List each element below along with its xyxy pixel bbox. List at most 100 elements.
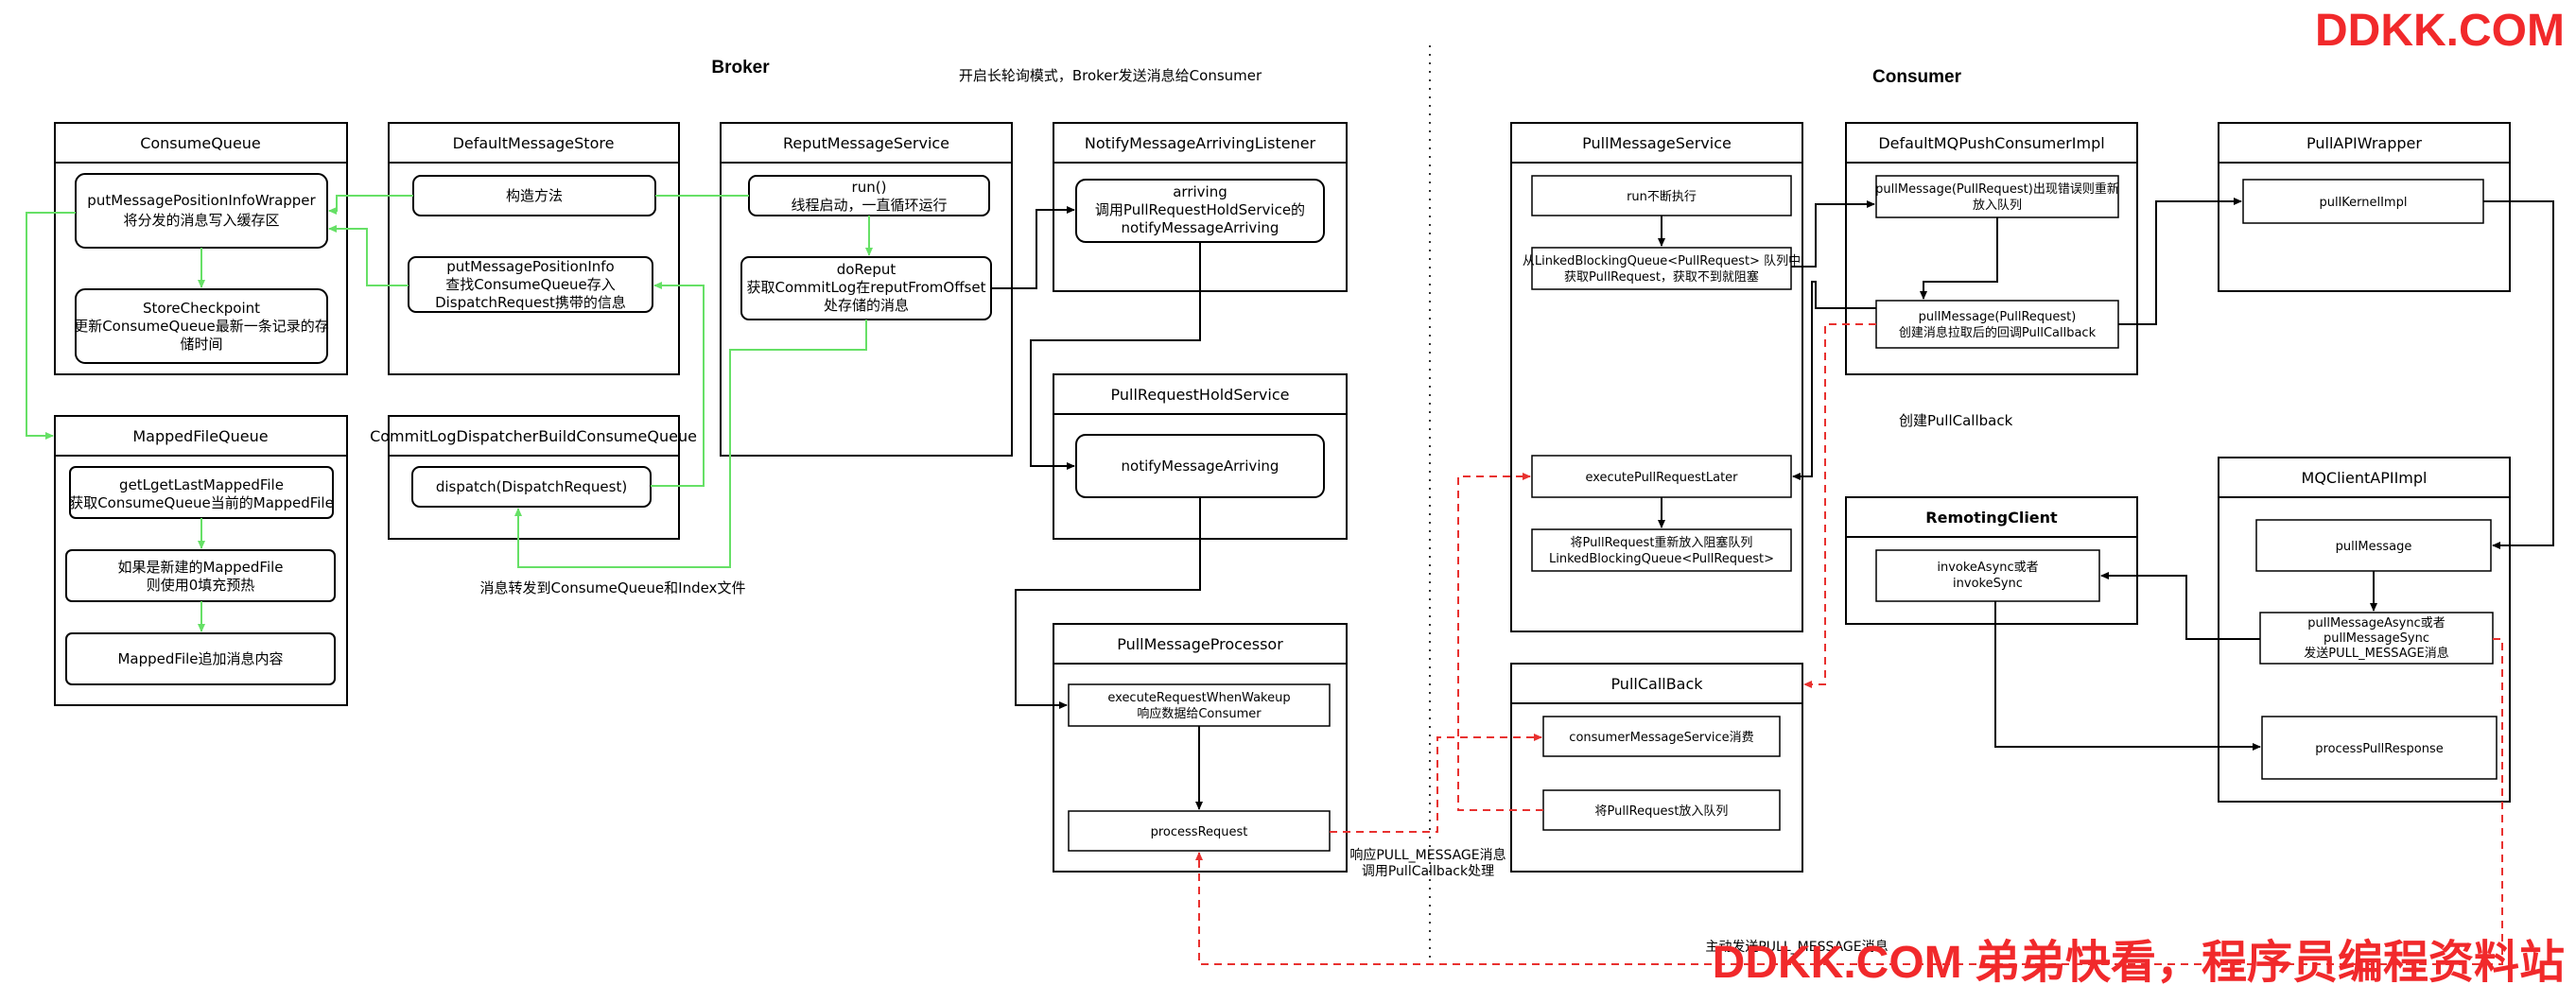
svg-text:executePullRequestLater: executePullRequestLater — [1585, 471, 1738, 485]
svg-text:consumerMessageService消费: consumerMessageService消费 — [1569, 731, 1753, 745]
node-execute-request-when-wakeup-line: 响应数据给Consumer — [1137, 706, 1262, 721]
edge-async-to-invoke — [2100, 572, 2260, 640]
node-run-line: run() — [852, 179, 887, 196]
svg-text:放入队列: 放入队列 — [1973, 199, 2022, 213]
svg-text:putMessagePositionInfo: putMessagePositionInfo — [446, 258, 614, 275]
node-dispatch-line: dispatch(DispatchRequest) — [436, 478, 627, 495]
edge-notify-to-execute — [1015, 497, 1201, 709]
svg-text:处存储的消息: 处存储的消息 — [824, 297, 909, 314]
svg-text:获取CommitLog在reputFromOffset: 获取CommitLog在reputFromOffset — [747, 279, 986, 296]
svg-text:更新ConsumeQueue最新一条记录的存: 更新ConsumeQueue最新一条记录的存 — [74, 318, 329, 335]
edge-pullkernel-to-mqclient — [2483, 200, 2554, 549]
node-store-checkpoint-line: 储时间 — [180, 336, 222, 353]
container-pull-callback: PullCallBack — [1510, 663, 1803, 873]
label-response-pull-message: 调用PullCallback处理 — [1362, 864, 1494, 879]
node-pull-kernel-impl: pullKernelImpl — [2242, 179, 2484, 224]
node-pull-message-error-line: pullMessage(PullRequest)出现错误则重新 — [1875, 181, 2119, 197]
node-pull-message-create-callback-line: pullMessage(PullRequest) — [1919, 310, 2077, 324]
node-store-checkpoint-line: 更新ConsumeQueue最新一条记录的存 — [74, 318, 329, 335]
svg-text:doReput: doReput — [837, 261, 896, 278]
svg-text:executeRequestWhenWakeup: executeRequestWhenWakeup — [1107, 691, 1290, 705]
svg-text:线程启动，一直循环运行: 线程启动，一直循环运行 — [791, 197, 947, 214]
red-edge-process-to-consumer — [1330, 734, 1542, 833]
node-put-pull-request: 将PullRequest放入队列 — [1542, 789, 1781, 831]
container-default-message-store: DefaultMessageStore — [388, 122, 680, 375]
edge-callback-to-pullkernel — [2118, 198, 2242, 325]
svg-text:invokeSync: invokeSync — [1953, 577, 2023, 591]
svg-text:StoreCheckpoint: StoreCheckpoint — [143, 300, 260, 317]
svg-text:则使用0填充预热: 则使用0填充预热 — [147, 577, 255, 594]
svg-text:pullMessage(PullRequest): pullMessage(PullRequest) — [1919, 310, 2077, 324]
node-pull-message-error-line: 放入队列 — [1973, 199, 2022, 213]
node-pull-kernel-impl-line: pullKernelImpl — [2320, 196, 2408, 210]
svg-text:将PullRequest放入队列: 将PullRequest放入队列 — [1595, 804, 1729, 819]
svg-text:processPullResponse: processPullResponse — [2315, 742, 2443, 756]
svg-text:获取ConsumeQueue当前的MappedFile: 获取ConsumeQueue当前的MappedFile — [69, 494, 334, 511]
label-dispatch-to-files: 消息转发到ConsumeQueue和Index文件 — [480, 579, 746, 596]
svg-text:MappedFile追加消息内容: MappedFile追加消息内容 — [117, 650, 283, 667]
node-pull-message-async-line: pullMessageSync — [2324, 631, 2429, 646]
remoting-client-title: RemotingClient — [1925, 509, 2058, 527]
node-new-mapped-file-line: 则使用0填充预热 — [147, 577, 255, 594]
node-arriving-line: notifyMessageArriving — [1122, 219, 1279, 236]
node-dispatch: dispatch(DispatchRequest) — [411, 466, 652, 508]
label-active-send-pull: 主动发送PULL_MESSAGE消息 — [1705, 939, 1888, 955]
consumer-heading: Consumer — [1872, 67, 1962, 87]
green-edge-dispatch-to-positioninfo — [651, 282, 705, 487]
label-response-pull-message: 响应PULL_MESSAGE消息 — [1349, 847, 1506, 863]
edge-invoke-to-processresponse — [1994, 601, 2261, 751]
red-edge-async-to-broker — [1195, 638, 2503, 965]
node-put-position-info-line: 查找ConsumeQueue存入 — [445, 276, 616, 293]
reput-message-service-title: ReputMessageService — [783, 134, 949, 152]
svg-text:构造方法: 构造方法 — [506, 187, 563, 204]
svg-text:调用PullRequestHoldService的: 调用PullRequestHoldService的 — [1095, 201, 1305, 218]
label-create-pull-callback: 创建PullCallback — [1899, 412, 2013, 429]
node-put-position-info-line: putMessagePositionInfo — [446, 258, 614, 275]
node-pull-message-async-line: pullMessageAsync或者 — [2307, 616, 2445, 631]
node-pull-message-async: pullMessageAsync或者 pullMessageSync 发送PUL… — [2259, 612, 2494, 665]
node-pull-message-create-callback-line: 创建消息拉取后的回调PullCallback — [1899, 325, 2097, 340]
svg-text:从LinkedBlockingQueue<PullReque: 从LinkedBlockingQueue<PullRequest> 队列中 — [1523, 254, 1801, 268]
svg-text:pullMessageSync: pullMessageSync — [2324, 631, 2429, 646]
edge-doreput-to-arriving — [991, 206, 1075, 289]
svg-text:dispatch(DispatchRequest): dispatch(DispatchRequest) — [436, 478, 627, 495]
svg-text:invokeAsync或者: invokeAsync或者 — [1937, 561, 2038, 575]
svg-text:响应数据给Consumer: 响应数据给Consumer — [1137, 706, 1262, 721]
broker-heading: Broker — [711, 58, 770, 78]
node-pull-message-create-callback: pullMessage(PullRequest) 创建消息拉取后的回调PullC… — [1875, 300, 2119, 349]
svg-text:pullMessageAsync或者: pullMessageAsync或者 — [2307, 616, 2445, 631]
notify-listener-title: NotifyMessageArrivingListener — [1085, 134, 1316, 152]
svg-text:响应PULL_MESSAGE消息: 响应PULL_MESSAGE消息 — [1349, 847, 1506, 863]
svg-text:获取PullRequest，获取不到就阻塞: 获取PullRequest，获取不到就阻塞 — [1564, 269, 1759, 285]
svg-text:LinkedBlockingQueue<PullReques: LinkedBlockingQueue<PullRequest> — [1549, 552, 1774, 566]
svg-text:储时间: 储时间 — [180, 336, 222, 353]
edge-arriving-to-notify — [1030, 242, 1201, 470]
node-put-back-queue-line: LinkedBlockingQueue<PullRequest> — [1549, 552, 1774, 566]
consume-queue-title: ConsumeQueue — [140, 134, 261, 152]
node-pull-message-async-line: 发送PULL_MESSAGE消息 — [2304, 646, 2448, 661]
node-run-line: 线程启动，一直循环运行 — [791, 197, 947, 214]
watermark-top: DDKK.COM — [2315, 6, 2565, 56]
svg-text:notifyMessageArriving: notifyMessageArriving — [1122, 219, 1279, 236]
node-take-from-queue-line: 获取PullRequest，获取不到就阻塞 — [1564, 269, 1759, 285]
node-put-back-queue: 将PullRequest重新放入阻塞队列 LinkedBlockingQueue… — [1531, 528, 1792, 572]
node-run-loop: run不断执行 — [1531, 175, 1792, 216]
node-mq-pull-message: pullMessage — [2255, 519, 2492, 572]
node-execute-pull-request-later: executePullRequestLater — [1531, 455, 1792, 498]
svg-text:创建消息拉取后的回调PullCallback: 创建消息拉取后的回调PullCallback — [1899, 325, 2097, 340]
svg-text:pullMessage(PullRequest)出现错误则重: pullMessage(PullRequest)出现错误则重新 — [1875, 181, 2119, 197]
node-invoke-async: invokeAsync或者 invokeSync — [1875, 549, 2100, 602]
node-consumer-message-service: consumerMessageService消费 — [1542, 716, 1781, 757]
node-arriving-line: arriving — [1173, 183, 1227, 200]
node-arriving: arriving 调用PullRequestHoldService的 notif… — [1075, 179, 1325, 243]
mapped-file-queue-title: MappedFileQueue — [132, 427, 268, 445]
node-notify-message-arriving: notifyMessageArriving — [1075, 434, 1325, 498]
node-put-wrapper-line: 将分发的消息写入缓存区 — [123, 212, 279, 229]
svg-text:将分发的消息写入缓存区: 将分发的消息写入缓存区 — [123, 212, 279, 229]
node-execute-request-when-wakeup-line: executeRequestWhenWakeup — [1107, 691, 1290, 705]
node-put-pull-request-line: 将PullRequest放入队列 — [1595, 804, 1729, 819]
mq-client-api-impl-title: MQClientAPIImpl — [2302, 469, 2428, 487]
node-take-from-queue-line: 从LinkedBlockingQueue<PullRequest> 队列中 — [1523, 254, 1801, 268]
node-process-pull-response-line: processPullResponse — [2315, 742, 2443, 756]
